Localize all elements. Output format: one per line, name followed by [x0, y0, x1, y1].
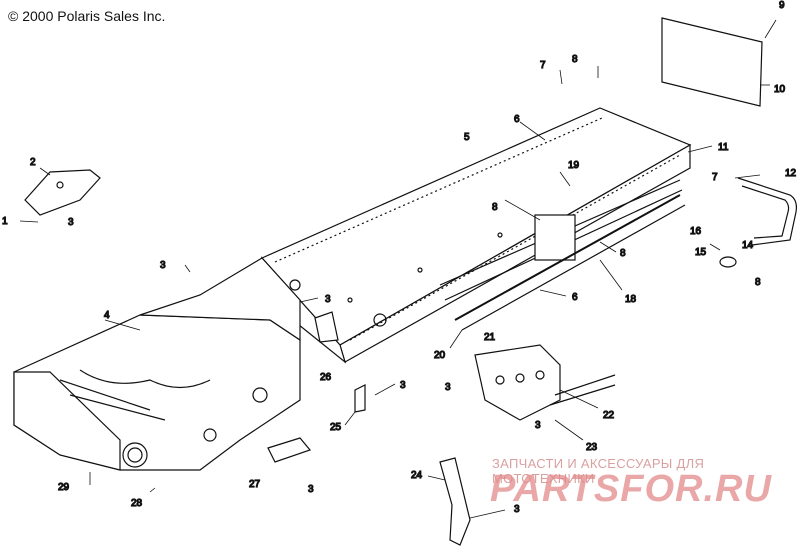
callout-10: 10: [774, 84, 786, 95]
callout-16: 16: [690, 226, 702, 237]
callout-3f: 3: [535, 420, 541, 431]
callout-19: 19: [568, 160, 580, 171]
clip-25: [354, 384, 366, 413]
callout-8a: 8: [572, 54, 578, 65]
callout-3b: 3: [160, 260, 166, 271]
callout-3d: 3: [400, 380, 406, 391]
end-cap-13: [719, 256, 737, 268]
callout-6b: 6: [514, 114, 520, 125]
callout-7b: 7: [712, 172, 718, 183]
callout-28: 28: [131, 498, 143, 509]
watermark-subtitle: ЗАПЧАСТИ И АКСЕССУАРЫ ДЛЯ МОТОТЕХНИКИ: [492, 456, 705, 486]
callout-14: 14: [742, 240, 754, 251]
callout-7a: 7: [540, 60, 546, 71]
watermark-brand: PARTSFOR.RU: [490, 468, 772, 510]
callout-3h: 3: [514, 504, 520, 515]
plate-26: [314, 311, 339, 343]
callout-26: 26: [320, 372, 332, 383]
callout-8d: 8: [755, 277, 761, 288]
callout-3a: 3: [68, 217, 74, 228]
bracket-2-top-left: [24, 169, 101, 216]
callout-3c: 3: [325, 294, 331, 305]
callout-3g: 3: [308, 484, 314, 495]
plate-24: [439, 457, 471, 546]
callout-21: 21: [484, 332, 496, 343]
tunnel-frame: [261, 107, 692, 364]
callout-18: 18: [625, 294, 637, 305]
callout-20: 20: [434, 350, 446, 361]
callout-24: 24: [411, 470, 423, 481]
callout-4: 4: [104, 310, 110, 321]
callout-9: 9: [779, 0, 785, 11]
callout-12: 12: [785, 168, 797, 179]
callout-22: 22: [603, 410, 615, 421]
bracket-assembly-22: [474, 344, 616, 421]
callout-23: 23: [586, 442, 598, 453]
callout-15: 15: [695, 247, 707, 258]
callout-11: 11: [718, 142, 729, 153]
shim-27: [267, 437, 312, 463]
callout-29: 29: [58, 482, 70, 493]
copyright-text: © 2000 Polaris Sales Inc.: [8, 8, 166, 24]
callout-numbers: 1 2 4 3 3 3 3 3 3 3 3 5 6 6 7 7 8 8 8 8 …: [1, 0, 797, 516]
callout-2: 2: [30, 157, 36, 168]
callout-25: 25: [330, 422, 342, 433]
snow-flap-10: [661, 17, 763, 107]
leader-lines: [19, 19, 777, 519]
callout-3e: 3: [445, 382, 451, 393]
callout-8c: 8: [620, 248, 626, 259]
callout-27: 27: [249, 479, 261, 490]
callout-1: 1: [2, 216, 8, 227]
front-bulkhead: [13, 257, 301, 471]
callout-8b: 8: [492, 202, 498, 213]
rear-bumper-12: [737, 177, 797, 246]
callout-6a: 6: [572, 292, 578, 303]
callout-5: 5: [464, 132, 470, 143]
